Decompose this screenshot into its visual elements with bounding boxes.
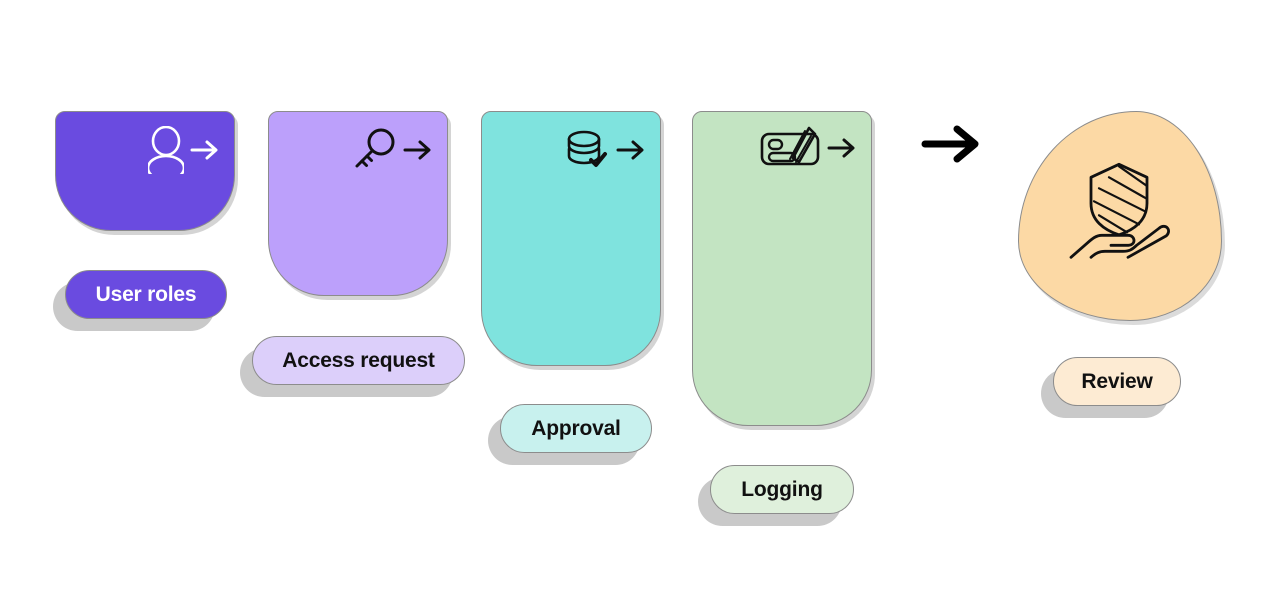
step-approval[interactable] — [481, 111, 661, 366]
pill-approval[interactable]: Approval — [488, 404, 652, 465]
flow-connector-arrow-right-icon — [921, 122, 983, 166]
pill-label: Review — [1081, 369, 1153, 393]
pill-body[interactable]: Access request — [252, 336, 465, 385]
person-icon — [148, 126, 184, 174]
arrow-right-icon — [190, 138, 220, 162]
outcome-review[interactable] — [1018, 111, 1222, 321]
step-user-roles[interactable] — [55, 111, 235, 231]
step-card-user-roles[interactable] — [55, 111, 235, 231]
step-card-access-request[interactable] — [268, 111, 448, 296]
pill-access-request[interactable]: Access request — [240, 336, 465, 397]
pill-body[interactable]: User roles — [65, 270, 227, 319]
arrow-right-icon — [616, 138, 646, 162]
step-card-logging[interactable] — [692, 111, 872, 426]
card-icon-group — [351, 126, 433, 174]
card-icon-group — [564, 126, 646, 174]
pill-body[interactable]: Review — [1053, 357, 1181, 406]
key-icon — [351, 126, 397, 174]
step-logging[interactable] — [692, 111, 872, 426]
step-card-approval[interactable] — [481, 111, 661, 366]
pill-review[interactable]: Review — [1041, 357, 1181, 418]
pill-logging[interactable]: Logging — [698, 465, 854, 526]
pill-user-roles[interactable]: User roles — [53, 270, 227, 331]
arrow-right-icon — [827, 136, 857, 160]
shield-in-hand-icon — [1065, 158, 1173, 267]
card-icon-group — [148, 126, 220, 174]
pill-label: Access request — [282, 348, 435, 372]
pill-body[interactable]: Logging — [710, 465, 854, 514]
pill-label: Logging — [741, 477, 823, 501]
arrow-right-icon — [403, 138, 433, 162]
pill-label: User roles — [95, 282, 197, 306]
pill-label: Approval — [531, 416, 621, 440]
card-pen-icon — [759, 126, 821, 170]
card-icon-group — [759, 126, 857, 170]
coins-check-icon — [564, 126, 610, 174]
pill-body[interactable]: Approval — [500, 404, 652, 453]
step-access-request[interactable] — [268, 111, 448, 296]
